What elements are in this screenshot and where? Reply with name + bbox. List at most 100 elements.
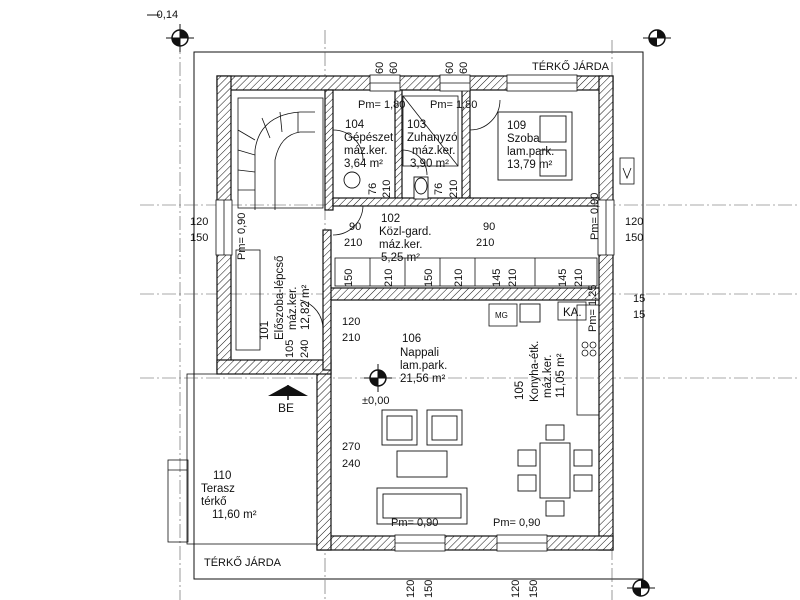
sill-pm090-bottom-a: Pm= 0,90 — [391, 517, 438, 529]
room-103-finish: máz.ker. — [412, 145, 455, 157]
armchair-right — [426, 409, 463, 446]
dim-right-15b: 15 — [633, 309, 645, 321]
bed — [497, 111, 573, 181]
dim-90a: 90 — [349, 221, 361, 233]
level-marker-label: -0,14 — [153, 9, 178, 21]
drawing-frame — [193, 51, 644, 580]
interior-walls — [322, 89, 600, 371]
dim-240b: 240 — [342, 458, 360, 470]
dim-210b: 210 — [448, 180, 460, 198]
dim-210c: 210 — [344, 237, 362, 249]
room-102-name: Közl-gard. — [379, 226, 431, 238]
room-105-finish: máz.ker. — [542, 355, 554, 398]
armchair-left — [381, 409, 418, 446]
dim-76a: 76 — [367, 183, 379, 195]
gas-meter-box — [488, 303, 518, 327]
sill-pm125: Pm= 1,25 — [587, 285, 599, 332]
entrance-cabinet — [235, 249, 261, 351]
sill-pm090-bottom-b: Pm= 0,90 — [493, 517, 540, 529]
room-104-name: Gépészet — [344, 132, 394, 144]
coffee-table — [396, 450, 448, 478]
dim-240a: 240 — [299, 340, 311, 358]
room-106-number: 106 — [402, 333, 421, 345]
room-106-name: Nappali — [400, 347, 439, 359]
mg-label: MG — [495, 311, 508, 320]
room-109-area: 13,79 m² — [507, 159, 553, 171]
dim-top-60d: 60 — [458, 62, 470, 74]
dim-210g: 210 — [507, 269, 519, 287]
entrance-arrow-icon — [268, 385, 308, 400]
dim-150a: 150 — [343, 269, 355, 287]
dim-right-15a: 15 — [633, 293, 645, 305]
room-104-area: 3,64 m² — [344, 158, 383, 170]
sill-pm180b: Pm= 1,80 — [430, 99, 477, 111]
dim-90b: 90 — [483, 221, 495, 233]
windows — [215, 74, 615, 552]
chimney — [557, 301, 587, 321]
dim-105: 105 — [284, 340, 296, 358]
dim-right-150: 150 — [625, 232, 643, 244]
arrow-down-icon — [619, 157, 635, 185]
dim-210i: 210 — [342, 332, 360, 344]
dim-210f: 210 — [453, 269, 465, 287]
staircase — [237, 97, 324, 210]
dim-top-60b: 60 — [388, 62, 400, 74]
chimney-label: KA. — [563, 307, 582, 319]
room-109-name: Szoba — [507, 133, 540, 145]
zero-level-label: ±0,00 — [362, 395, 389, 407]
dim-270: 270 — [342, 441, 360, 453]
room-110-number: 110 — [213, 470, 231, 482]
dim-150b: 150 — [423, 269, 435, 287]
room-110-finish: térkő — [201, 496, 227, 508]
dim-bot-150b: 150 — [528, 580, 540, 598]
dining-table — [517, 424, 593, 517]
room-103-name: Zuhanyzó — [407, 132, 458, 144]
kitchen-counter — [519, 303, 600, 416]
room-110-name: Terasz — [201, 483, 235, 495]
entrance-label: BE — [278, 401, 294, 415]
dim-210e: 210 — [383, 269, 395, 287]
dim-76b: 76 — [433, 183, 445, 195]
dim-210h: 210 — [573, 269, 585, 287]
room-105-name: Konyha-étk. — [529, 341, 541, 402]
paving-bottom-label: TÉRKŐ JÁRDA — [204, 555, 282, 569]
dim-210d: 210 — [476, 237, 494, 249]
room-101-number: 101 — [259, 321, 271, 340]
dim-145b: 145 — [557, 269, 569, 287]
room-103-number: 103 — [407, 119, 426, 131]
room-102-finish: máz.ker. — [379, 239, 422, 251]
room-101-name: Előszoba-lépcső — [274, 256, 286, 340]
room-104-finish: máz.ker. — [344, 145, 387, 157]
crosshair-circle-icon — [643, 29, 671, 47]
terrace — [167, 373, 318, 545]
room-101-area: 12,82 m² — [300, 284, 312, 330]
crosshair-circle-icon — [166, 24, 194, 52]
dim-left-150: 150 — [190, 232, 208, 244]
sill-pm090-right: Pm= 0,90 — [589, 193, 601, 240]
wardrobes — [334, 257, 598, 287]
room-102-number: 102 — [381, 213, 400, 225]
shower-tray — [402, 95, 459, 167]
room-109-finish: lam.park. — [507, 146, 554, 158]
dim-bot-120a: 120 — [405, 580, 417, 598]
door-swings — [299, 99, 501, 331]
toilet — [413, 176, 429, 200]
room-106-area: 21,56 m² — [400, 373, 446, 385]
sill-pm090-left: Pm= 0,90 — [236, 213, 248, 260]
dim-bot-150a: 150 — [423, 580, 435, 598]
room-105-area: 11,05 m² — [555, 353, 567, 398]
dim-top-60c: 60 — [444, 62, 456, 74]
dim-right-120: 120 — [625, 216, 643, 228]
dim-top-60a: 60 — [374, 62, 386, 74]
boiler — [343, 171, 361, 189]
room-103-area: 3,90 m² — [410, 158, 449, 170]
dim-145a: 145 — [491, 269, 503, 287]
room-101-finish: máz.ker. — [287, 287, 299, 330]
room-110-area: 11,60 m² — [212, 509, 257, 521]
room-105-number: 105 — [514, 381, 526, 400]
room-104-number: 104 — [345, 119, 365, 131]
dim-210a: 210 — [381, 180, 393, 198]
sofa — [376, 487, 468, 525]
sill-pm180a: Pm= 1,80 — [358, 99, 405, 111]
dim-bot-120b: 120 — [510, 580, 522, 598]
